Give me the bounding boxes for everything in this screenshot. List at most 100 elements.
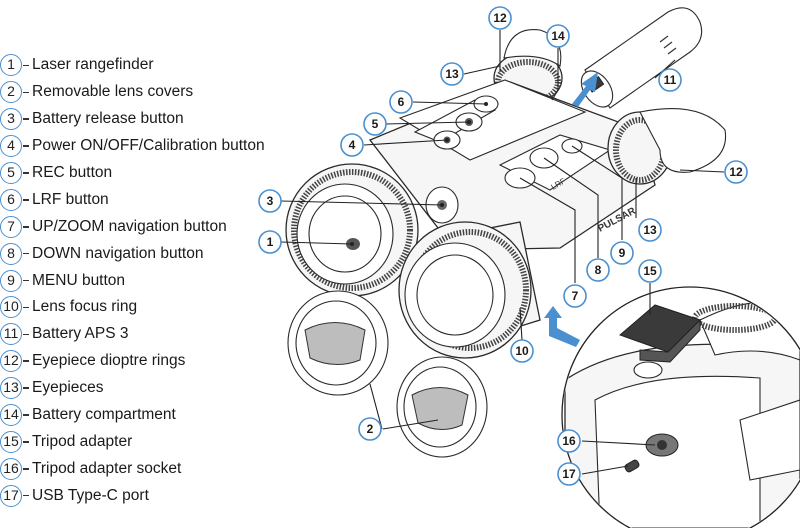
legend-item: 12 Eyepiece dioptre rings bbox=[0, 348, 300, 375]
legend-dash bbox=[23, 333, 29, 336]
svg-text:2: 2 bbox=[367, 422, 374, 436]
legend-dash bbox=[23, 172, 29, 174]
svg-text:17: 17 bbox=[562, 467, 576, 481]
legend-label: Battery APS 3 bbox=[32, 325, 129, 343]
svg-text:6: 6 bbox=[398, 95, 405, 109]
callout-15: 15 bbox=[638, 259, 662, 283]
legend-number: 14 bbox=[0, 404, 22, 427]
legend-label: Lens focus ring bbox=[32, 298, 138, 316]
legend-dash bbox=[23, 145, 29, 147]
svg-text:13: 13 bbox=[643, 223, 657, 237]
legend-number: 3 bbox=[0, 108, 22, 131]
svg-text:8: 8 bbox=[595, 263, 602, 277]
legend-number: 15 bbox=[0, 430, 22, 453]
legend-label: MENU button bbox=[32, 271, 126, 289]
legend-number: 11 bbox=[0, 323, 22, 346]
callout-10: 10 bbox=[510, 339, 534, 363]
legend-number: 8 bbox=[0, 242, 22, 265]
callout-12-top: 12 bbox=[488, 6, 512, 30]
battery-drawing bbox=[580, 7, 703, 109]
callout-16: 16 bbox=[557, 429, 581, 453]
legend-dash bbox=[23, 468, 29, 470]
legend-label: Tripod adapter bbox=[32, 432, 133, 450]
legend-number: 5 bbox=[0, 162, 22, 184]
callout-1: 1 bbox=[258, 230, 282, 254]
legend-dash bbox=[23, 306, 29, 309]
callout-4: 4 bbox=[340, 133, 364, 157]
legend-number: 6 bbox=[0, 188, 22, 211]
legend-dash bbox=[23, 91, 29, 94]
legend-dash bbox=[23, 494, 29, 497]
lens-covers-drawing bbox=[287, 290, 488, 458]
svg-text:10: 10 bbox=[515, 344, 529, 358]
callout-8: 8 bbox=[586, 258, 610, 282]
leader-lines bbox=[280, 30, 725, 475]
legend-item: 15 Tripod adapter bbox=[0, 428, 300, 455]
legend-number: 12 bbox=[0, 350, 22, 373]
callout-2: 2 bbox=[358, 417, 382, 441]
legend-dash bbox=[23, 360, 29, 362]
legend-label: Eyepiece dioptre rings bbox=[32, 352, 186, 370]
binocular-body-drawing: PULSAR LRF bbox=[368, 79, 656, 251]
legend-number: 7 bbox=[0, 215, 22, 238]
callout-13-top: 13 bbox=[440, 62, 464, 86]
legend-dash bbox=[23, 414, 29, 416]
right-objective-drawing bbox=[398, 221, 541, 359]
svg-text:12: 12 bbox=[493, 11, 507, 25]
legend-dash bbox=[23, 118, 29, 120]
legend-number: 4 bbox=[0, 135, 22, 158]
legend-item: 14 Battery compartment bbox=[0, 402, 300, 429]
legend-item: 17 USB Type-C port bbox=[0, 482, 300, 509]
legend-dash bbox=[23, 64, 29, 67]
legend-label: Battery compartment bbox=[32, 406, 176, 424]
right-eyepiece-drawing bbox=[607, 108, 727, 185]
callout-12-right: 12 bbox=[724, 160, 748, 184]
svg-text:11: 11 bbox=[664, 73, 677, 87]
svg-text:1: 1 bbox=[267, 235, 274, 249]
svg-text:13: 13 bbox=[445, 67, 459, 81]
legend-dash bbox=[23, 252, 29, 255]
legend-label: USB Type-C port bbox=[32, 486, 149, 504]
legend-label: REC button bbox=[32, 164, 113, 181]
legend-dash bbox=[23, 279, 29, 282]
svg-text:5: 5 bbox=[372, 117, 379, 131]
callout-5: 5 bbox=[363, 112, 387, 136]
legend-dash bbox=[23, 226, 29, 228]
legend-dash bbox=[23, 441, 29, 443]
zoom-arrow bbox=[544, 306, 580, 347]
insert-arrow bbox=[572, 72, 598, 107]
svg-text:7: 7 bbox=[572, 289, 579, 303]
svg-text:12: 12 bbox=[729, 165, 743, 179]
left-objective-drawing bbox=[285, 163, 419, 297]
callout-9: 9 bbox=[610, 241, 634, 265]
callout-13-right: 13 bbox=[638, 218, 662, 242]
legend-item: 8 DOWN navigation button bbox=[0, 240, 300, 267]
legend-item: 10 Lens focus ring bbox=[0, 294, 300, 321]
legend-number: 17 bbox=[0, 484, 22, 507]
svg-text:14: 14 bbox=[551, 29, 565, 43]
legend-label: DOWN navigation button bbox=[32, 244, 204, 262]
svg-text:4: 4 bbox=[349, 138, 356, 152]
legend-dash bbox=[23, 199, 29, 201]
legend-item: 5 REC button bbox=[0, 160, 300, 187]
legend-number: 2 bbox=[0, 81, 22, 104]
svg-text:9: 9 bbox=[619, 246, 626, 260]
legend-label: Removable lens covers bbox=[32, 83, 194, 101]
legend-dash bbox=[23, 387, 29, 389]
callout-7: 7 bbox=[563, 284, 587, 308]
svg-text:15: 15 bbox=[643, 264, 657, 278]
legend-number: 16 bbox=[0, 457, 22, 480]
legend-item: 2 Removable lens covers bbox=[0, 79, 300, 106]
svg-text:16: 16 bbox=[562, 434, 576, 448]
legend-label: Eyepieces bbox=[32, 379, 104, 397]
legend-number: 10 bbox=[0, 296, 22, 319]
